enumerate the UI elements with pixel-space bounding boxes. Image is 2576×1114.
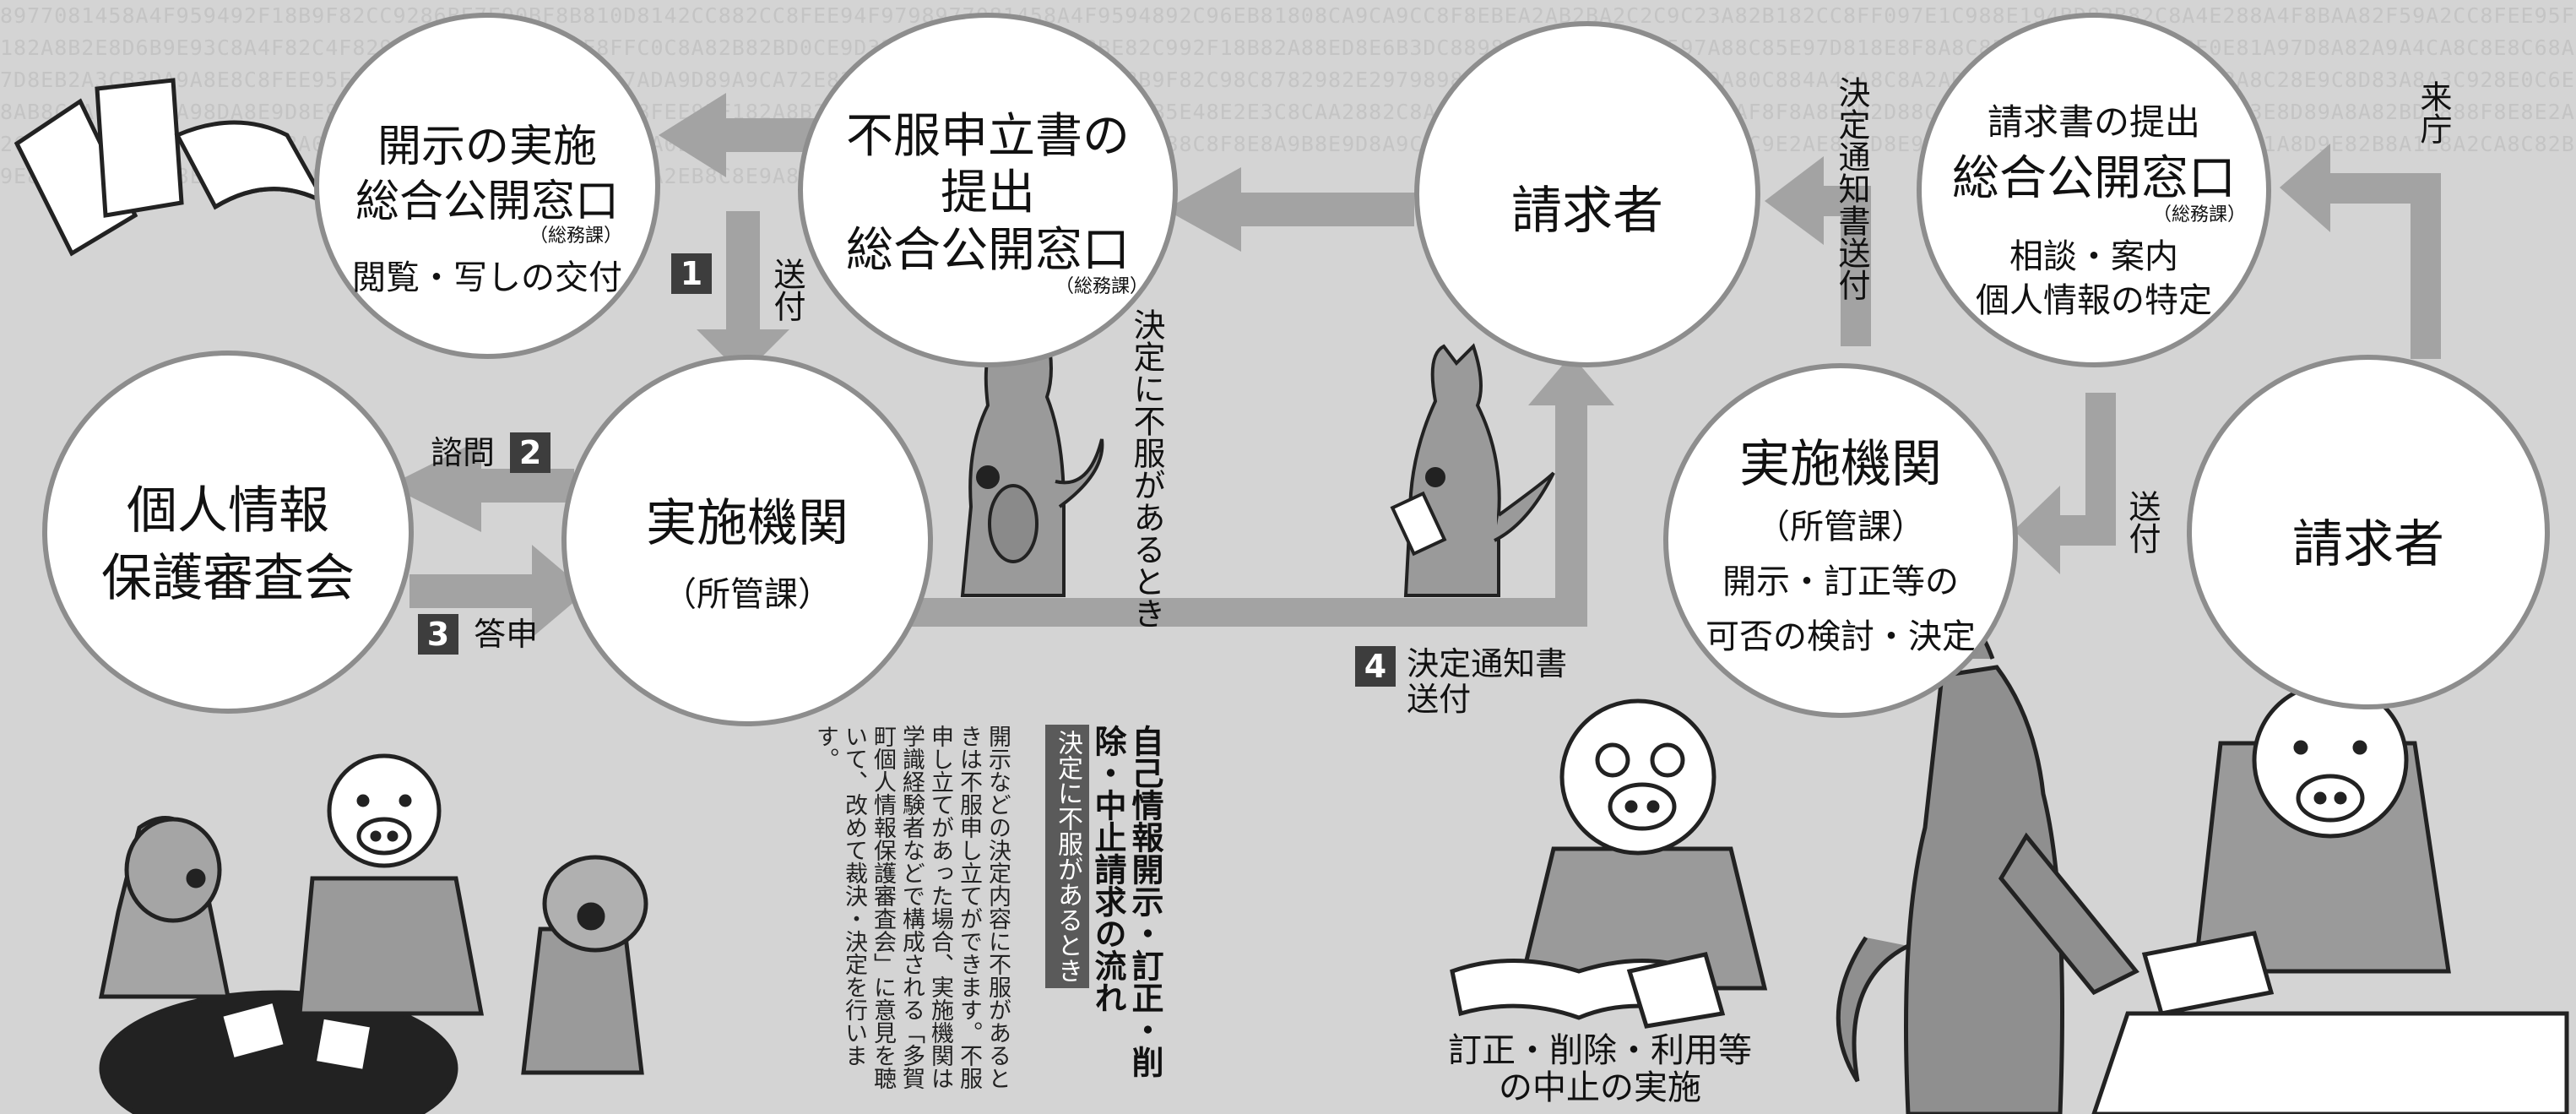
pig-reading-illustration <box>1450 698 1768 1029</box>
node-request-submit: 請求書の提出 総合公開窓口 （総務課） 相談・案内 個人情報の特定 <box>1917 13 2271 367</box>
step4-text-line2: 送付 <box>1407 681 1472 718</box>
step4-text-line1: 決定通知書 <box>1407 645 1568 682</box>
objection-line2: 提出 <box>941 166 1035 220</box>
step2-label: 諮問 2 <box>431 427 551 473</box>
agency-left-line2: （所管課） <box>663 575 832 614</box>
node-requester-mid: 請求者 <box>1414 21 1760 367</box>
document-handover-illustration <box>1836 622 2569 1114</box>
step3-label: 3 答申 <box>418 608 538 655</box>
node-agency-right: 実施機関 （所管課） 開示・訂正等の 可否の検討・決定 <box>1663 363 2018 718</box>
disclosure-line1: 開示の実施 <box>377 122 597 172</box>
objection-when-text: 決定に不服があるとき <box>1128 308 1165 629</box>
wolf-reading-illustration <box>1390 343 1555 597</box>
request-line2: 総合公開窓口 <box>1952 151 2236 206</box>
step1-badge: 1 <box>671 253 712 294</box>
request-line4: 個人情報の特定 <box>1976 281 2212 320</box>
node-disclosure: 開示の実施 総合公開窓口 （総務課） 閲覧・写しの交付 <box>314 13 660 359</box>
step2-text: 諮問 <box>431 434 496 471</box>
diagram-title: 自己情報開示・訂正・削除・中止請求の流れ <box>1089 725 1163 1078</box>
node-agency-left: 実施機関 （所管課） <box>561 355 933 726</box>
requester-mid-label: 請求者 <box>1511 182 1663 241</box>
request-dept: （総務課） <box>2152 204 2246 226</box>
disclosure-line3: 閲覧・写しの交付 <box>352 258 622 297</box>
explanation-text: 開示などの決定内容に不服があるときは不服申し立てができます。不服申し立てがあった… <box>812 725 1011 1090</box>
node-objection: 不服申立書の 提出 総合公開窓口 （総務課） <box>798 13 1178 367</box>
node-council: 個人情報 保護審査会 <box>42 351 414 714</box>
agency-right-line1: 実施機関 <box>1739 435 1942 494</box>
step3-badge: 3 <box>418 614 458 655</box>
disclosure-dept: （総務課） <box>529 226 622 247</box>
send-right-text: 送付 <box>2123 490 2161 554</box>
visit-text: 来庁 <box>2415 80 2452 144</box>
cessation-line2: の中止の実施 <box>1499 1068 1701 1107</box>
flow-arrows <box>388 93 2441 638</box>
step1-label: 1 <box>671 253 712 294</box>
agency-right-line3: 開示・訂正等の <box>1722 562 1959 601</box>
objection-line1: 不服申立書の <box>846 109 1130 164</box>
agency-right-line2: （所管課） <box>1756 508 1925 546</box>
council-meeting-illustration <box>98 753 648 1114</box>
notice-send-text: 決定通知書送付 <box>1833 76 1870 301</box>
step2-badge: 2 <box>510 432 551 473</box>
council-line1: 個人情報 <box>127 481 329 541</box>
disclosure-line2: 総合公開窓口 <box>355 177 619 227</box>
step4-badge: 4 <box>1355 646 1396 687</box>
step4-label: 4 決定通知書 送付 <box>1355 646 1567 717</box>
agency-left-line1: 実施機関 <box>646 494 849 553</box>
objection-line3: 総合公開窓口 <box>846 223 1130 278</box>
cessation-line1: 訂正・削除・利用等 <box>1448 1031 1752 1070</box>
step3-text: 答申 <box>474 616 539 653</box>
agency-right-line4: 可否の検討・決定 <box>1706 617 1976 656</box>
request-line1: 請求書の提出 <box>1987 101 2200 143</box>
objection-dept: （総務課） <box>1055 276 1148 297</box>
request-line3: 相談・案内 <box>2009 237 2178 276</box>
wolf-thinking-illustration: ? <box>960 282 1104 597</box>
requester-right-label: 請求者 <box>2292 515 2444 574</box>
node-requester-right: 請求者 <box>2187 355 2550 709</box>
council-line2: 保護審査会 <box>101 549 355 608</box>
boxed-heading: 決定に不服があるとき <box>1045 725 1089 988</box>
cessation-caption: 訂正・削除・利用等 の中止の実施 <box>1448 1032 1752 1106</box>
documents-illustration <box>14 78 331 257</box>
step1-text: 送付 <box>768 258 805 322</box>
